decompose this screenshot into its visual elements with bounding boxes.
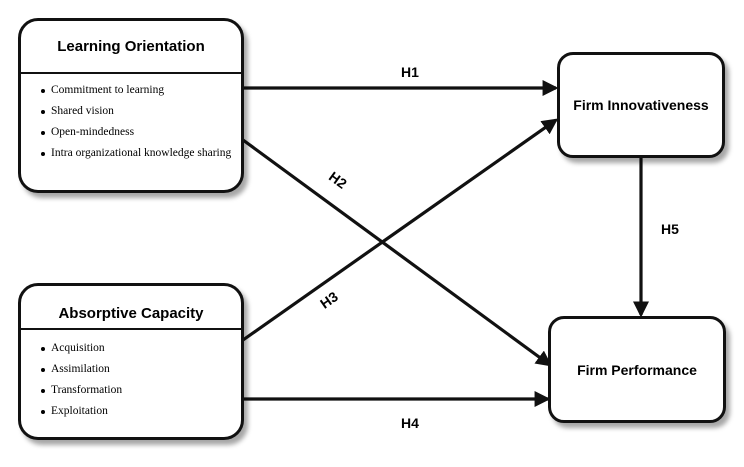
list-item: Exploitation	[41, 401, 241, 422]
hypothesis-label-h5: H5	[661, 221, 679, 237]
absorptive-capacity-list: Acquisition Assimilation Transformation …	[21, 330, 241, 422]
firm-performance-box: Firm Performance	[548, 316, 726, 423]
hypothesis-label-h1: H1	[401, 64, 419, 80]
learning-orientation-box: Learning Orientation Commitment to learn…	[18, 18, 244, 193]
learning-orientation-list: Commitment to learning Shared vision Ope…	[21, 74, 241, 164]
list-item: Commitment to learning	[41, 80, 241, 101]
absorptive-capacity-box: Absorptive Capacity Acquisition Assimila…	[18, 283, 244, 440]
arrow-h3	[242, 118, 559, 342]
list-item: Shared vision	[41, 101, 241, 122]
learning-orientation-title: Learning Orientation	[21, 21, 241, 74]
list-item: Open-mindedness	[41, 122, 241, 143]
absorptive-capacity-title: Absorptive Capacity	[21, 286, 241, 330]
hypothesis-label-h4: H4	[401, 415, 419, 431]
firm-performance-label: Firm Performance	[577, 361, 697, 378]
firm-innovativeness-box: Firm Innovativeness	[557, 52, 725, 158]
arrow-h2	[242, 138, 553, 367]
list-item: Transformation	[41, 380, 241, 401]
list-item: Assimilation	[41, 359, 241, 380]
firm-innovativeness-label: Firm Innovativeness	[573, 97, 709, 113]
list-item: Intra organizational knowledge sharing	[41, 143, 241, 164]
list-item: Acquisition	[41, 338, 241, 359]
